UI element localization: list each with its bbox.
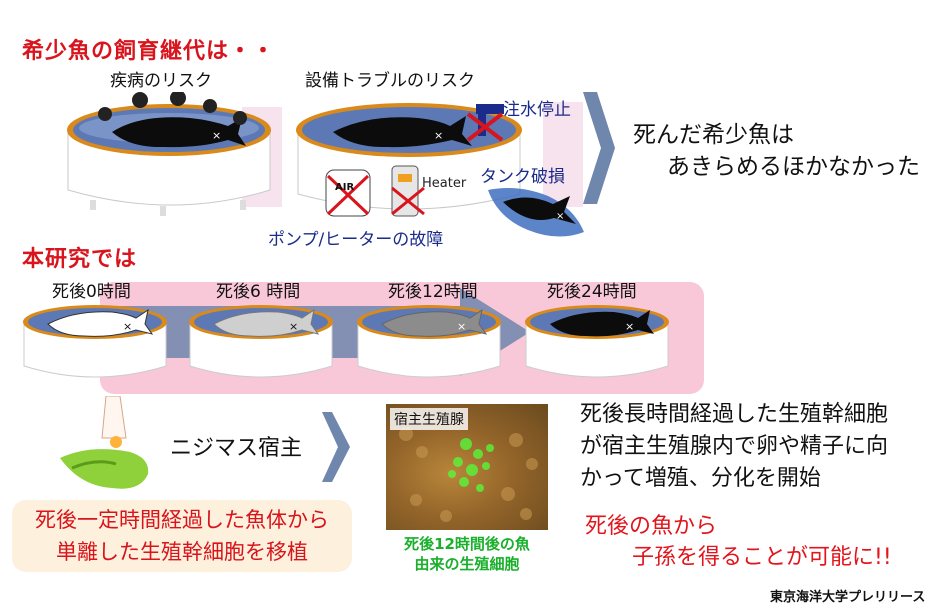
credit-text: 東京海洋大学プレリリース: [770, 590, 926, 605]
risk-equipment-label: 設備トラブルのリスク: [305, 71, 475, 91]
svg-text:×: ×: [556, 211, 564, 222]
host-gonad-label: 宿主生殖腺: [390, 408, 468, 430]
transplant-note-line2: 単離した生殖幹細胞を移植: [56, 540, 308, 564]
tank-damage-label: タンク破損: [480, 167, 565, 187]
outcome-line1: 死後の魚から: [585, 514, 718, 539]
result-line1: 死後長時間経過した生殖幹細胞: [580, 402, 889, 427]
svg-text:×: ×: [625, 320, 634, 333]
disease-tank-illustration: ×: [67, 92, 282, 216]
air-label: AIR: [335, 182, 354, 193]
dead-fish-icon: [112, 117, 246, 148]
pump-heater-failure-label: ポンプ/ヒーターの故障: [268, 230, 444, 250]
conclusion-arrow-icon: [583, 92, 615, 204]
svg-text:×: ×: [434, 129, 443, 142]
fresh-fish-icon: [47, 308, 154, 337]
tank-0h-illustration: ×: [23, 305, 167, 378]
result-line3: かって増殖、分化を開始: [580, 466, 821, 491]
syringe-icon: [101, 396, 127, 439]
faucet-icon: [466, 104, 504, 142]
pale-fish-icon: [213, 308, 320, 337]
host-gonad-shape: [60, 449, 149, 489]
timeline-label-0h: 死後0時間: [52, 282, 131, 302]
escaped-fish-icon: [503, 196, 576, 224]
heater-icon: [391, 165, 425, 217]
tank-shadow: [543, 102, 583, 207]
host-gonad-micrograph: 宿主生殖腺: [386, 404, 548, 530]
tank-6h-illustration: ×: [189, 305, 333, 378]
spark-icon: [110, 436, 122, 448]
equipment-tank-illustration: × AIR Heater ×: [296, 102, 584, 237]
svg-text:×: ×: [212, 129, 221, 142]
conclusion-line1: 死んだ希少魚は: [633, 122, 794, 148]
pump-icon: [325, 169, 371, 217]
transplant-note-box: [12, 500, 352, 572]
dead-fish-icon: [333, 116, 472, 148]
risk-disease-label: 疾病のリスク: [110, 71, 212, 91]
green-caption-line2: 由来の生殖細胞: [414, 555, 520, 573]
transplant-note-line1: 死後一定時間経過した魚体から: [35, 508, 329, 532]
svg-text:×: ×: [289, 320, 298, 333]
timeline-label-6h: 死後6 時間: [216, 282, 301, 302]
germ-cell-fluorescence: [399, 427, 538, 522]
timeline-label-24h: 死後24時間: [547, 282, 637, 302]
host-fish-illustration: [60, 396, 149, 489]
tank-12h-illustration: ×: [357, 305, 501, 378]
section2-title: 本研究では: [22, 247, 138, 272]
virus-icons: [98, 92, 247, 125]
conclusion-line2: あきらめるほかなかった: [667, 154, 920, 180]
section1-title: 希少魚の飼育継代は・・: [22, 39, 276, 64]
outcome-line2: 子孫を得ることが可能に!!: [632, 545, 892, 570]
grey-fish-icon: [381, 308, 488, 337]
water-stop-label: 注水停止: [503, 100, 571, 120]
svg-text:×: ×: [457, 320, 466, 333]
svg-text:×: ×: [123, 320, 132, 333]
result-line2: が宿主生殖腺内で卵や精子に向: [580, 434, 889, 459]
green-caption-line1: 死後12時間後の魚: [404, 535, 530, 553]
timeline-label-12h: 死後12時間: [388, 282, 478, 302]
heater-label: Heater: [422, 176, 467, 191]
host-label: ニジマス宿主: [170, 436, 303, 461]
to-gonad-arrow-icon: [322, 412, 350, 482]
tank-24h-illustration: ×: [525, 305, 669, 378]
dark-fish-icon: [550, 310, 654, 337]
